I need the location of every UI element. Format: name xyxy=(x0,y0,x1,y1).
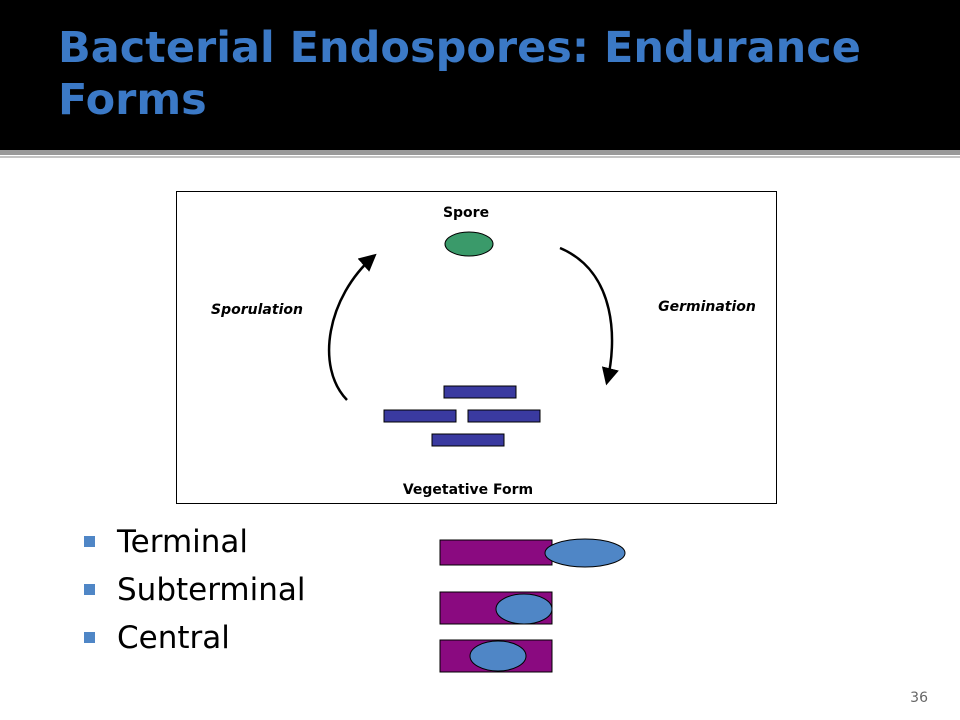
central-endospore xyxy=(469,640,527,672)
bullet-text: Terminal xyxy=(117,524,249,560)
sporulation-arrow xyxy=(327,253,377,401)
terminal-endospore xyxy=(544,538,626,568)
title-bar: Bacterial Endospores: Endurance Forms xyxy=(0,0,960,150)
bullet-text: Central xyxy=(117,620,230,656)
spore-label: Spore xyxy=(443,205,489,221)
list-item: Central xyxy=(84,614,306,662)
sporulation-label: Sporulation xyxy=(211,302,303,318)
sporulation-cycle-diagram: Spore Sporulation Germination Vegetative… xyxy=(176,191,777,504)
spore-position-list: Terminal Subterminal Central xyxy=(84,518,306,662)
title-divider xyxy=(0,150,960,155)
title-divider-thin xyxy=(0,156,960,158)
spore-shape xyxy=(444,231,494,257)
vegetative-label: Vegetative Form xyxy=(403,482,533,498)
spore-position-illustrations xyxy=(439,538,626,673)
vegetative-cell xyxy=(383,409,457,423)
list-item: Subterminal xyxy=(84,566,306,614)
germination-label: Germination xyxy=(658,299,756,315)
list-item: Terminal xyxy=(84,518,306,566)
page-number: 36 xyxy=(910,690,928,706)
bullet-text: Subterminal xyxy=(117,572,306,608)
germination-arrow xyxy=(559,246,619,386)
vegetative-cell xyxy=(431,433,505,447)
terminal-cell xyxy=(439,539,553,566)
slide-title: Bacterial Endospores: Endurance Forms xyxy=(58,23,861,125)
bullet-square-icon xyxy=(84,632,95,643)
bullet-square-icon xyxy=(84,584,95,595)
cycle-svg: Spore Sporulation Germination Vegetative… xyxy=(211,205,756,498)
vegetative-cell xyxy=(467,409,541,423)
bullet-square-icon xyxy=(84,536,95,547)
subterminal-endospore xyxy=(495,593,553,625)
vegetative-cell xyxy=(443,385,517,399)
